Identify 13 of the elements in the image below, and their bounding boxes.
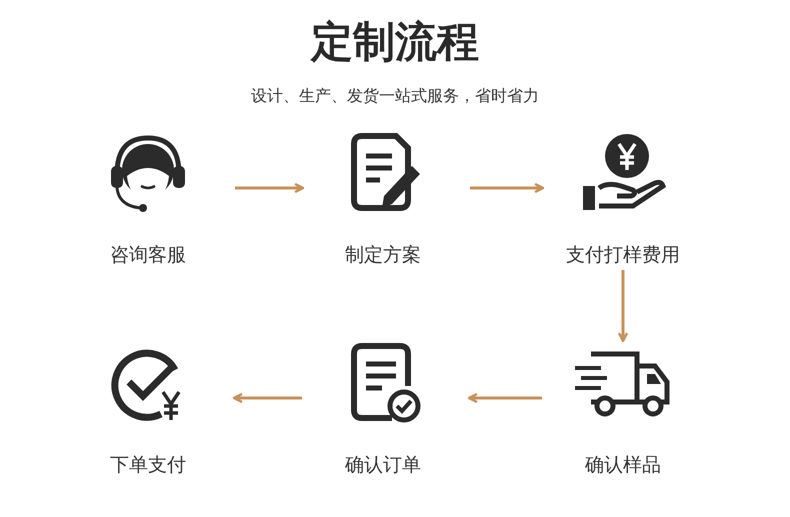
subtitle: 设计、生产、发货一站式服务，省时省力 xyxy=(250,86,540,107)
step-label: 咨询客服 xyxy=(110,243,186,268)
title: 定制流程 xyxy=(309,16,480,68)
step-label: 确认订单 xyxy=(345,453,421,478)
step-label: 支付打样费用 xyxy=(566,243,680,268)
arrow xyxy=(235,182,304,194)
step-label: 确认样品 xyxy=(585,453,661,478)
arrow xyxy=(618,270,628,342)
arrow xyxy=(470,182,544,194)
arrow xyxy=(468,392,542,404)
arrow xyxy=(232,392,302,404)
step-label: 制定方案 xyxy=(345,243,421,268)
step-label: 下单支付 xyxy=(110,453,186,478)
